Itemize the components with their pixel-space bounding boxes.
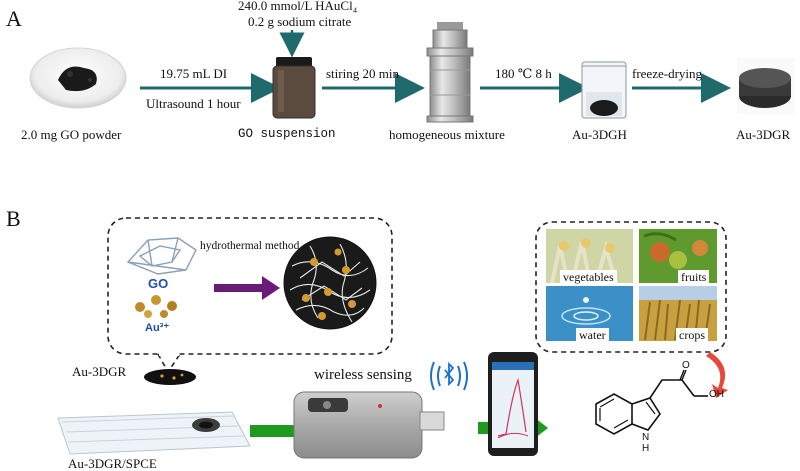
water-label: water: [576, 328, 609, 342]
indole-acetic-acid-structure: [595, 369, 708, 435]
au-3dgh-beaker-image: [581, 61, 627, 119]
step-4-top-label: freeze-drying: [632, 66, 703, 81]
red-curved-arrow: [706, 352, 728, 398]
go-label: GO: [148, 276, 169, 291]
au3-label: Au³⁺: [145, 322, 170, 334]
smartphone-image: [488, 352, 538, 456]
au-3dgr-aerogel-image: [737, 58, 795, 114]
panel-b-letter: B: [6, 206, 21, 231]
acid-o-atom: O: [682, 360, 690, 371]
au-3dgr-label-b: Au-3DGR: [72, 364, 127, 379]
bluetooth-icon: [430, 361, 468, 391]
gold-particles-icon: [135, 295, 177, 318]
graphene-sheet-icon: [126, 237, 197, 275]
step-1-top-label: 19.75 mL DI: [160, 66, 228, 81]
step-3-top-label: 180 ℃ 8 h: [495, 66, 552, 81]
autoclave-image: [426, 22, 474, 123]
wireless-sensing-label: wireless sensing: [314, 367, 412, 383]
au-3dgr-label-a: Au-3DGR: [736, 127, 791, 142]
go-suspension-vial-image: [272, 57, 316, 119]
step-1-bottom-label: Ultrasound 1 hour: [146, 96, 241, 111]
go-suspension-label: GO suspension: [238, 127, 336, 141]
fruits-label: fruits: [678, 270, 710, 284]
vegetables-label: vegetables: [560, 270, 617, 284]
reagent-line-2: 0.2 g sodium citrate: [248, 14, 352, 29]
au-3dgr-disk-image: [144, 369, 196, 385]
crops-label: crops: [676, 328, 708, 342]
hydrothermal-method-label: hydrothermal method: [200, 240, 300, 252]
spce-label: Au-3DGR/SPCE: [68, 456, 157, 471]
homogeneous-mixture-label: homogeneous mixture: [389, 127, 505, 142]
reagent-line-1: 240.0 mmol/L HAuCl₄: [238, 0, 358, 13]
panel-a-letter: A: [6, 6, 22, 31]
hydrothermal-arrow: [214, 276, 280, 300]
au-3dgr-structure-image: [283, 236, 377, 330]
go-powder-label: 2.0 mg GO powder: [21, 127, 122, 142]
acid-oh-atom: OH: [709, 389, 724, 400]
go-powder-dish-image: [29, 47, 127, 109]
synthesis-bubble: [107, 217, 393, 355]
wireless-potentiostat-image: [293, 391, 445, 459]
spce-electrode-image: [57, 411, 251, 455]
au-3dgh-label: Au-3DGH: [572, 127, 627, 142]
step-2-top-label: stiring 20 min: [326, 66, 399, 81]
